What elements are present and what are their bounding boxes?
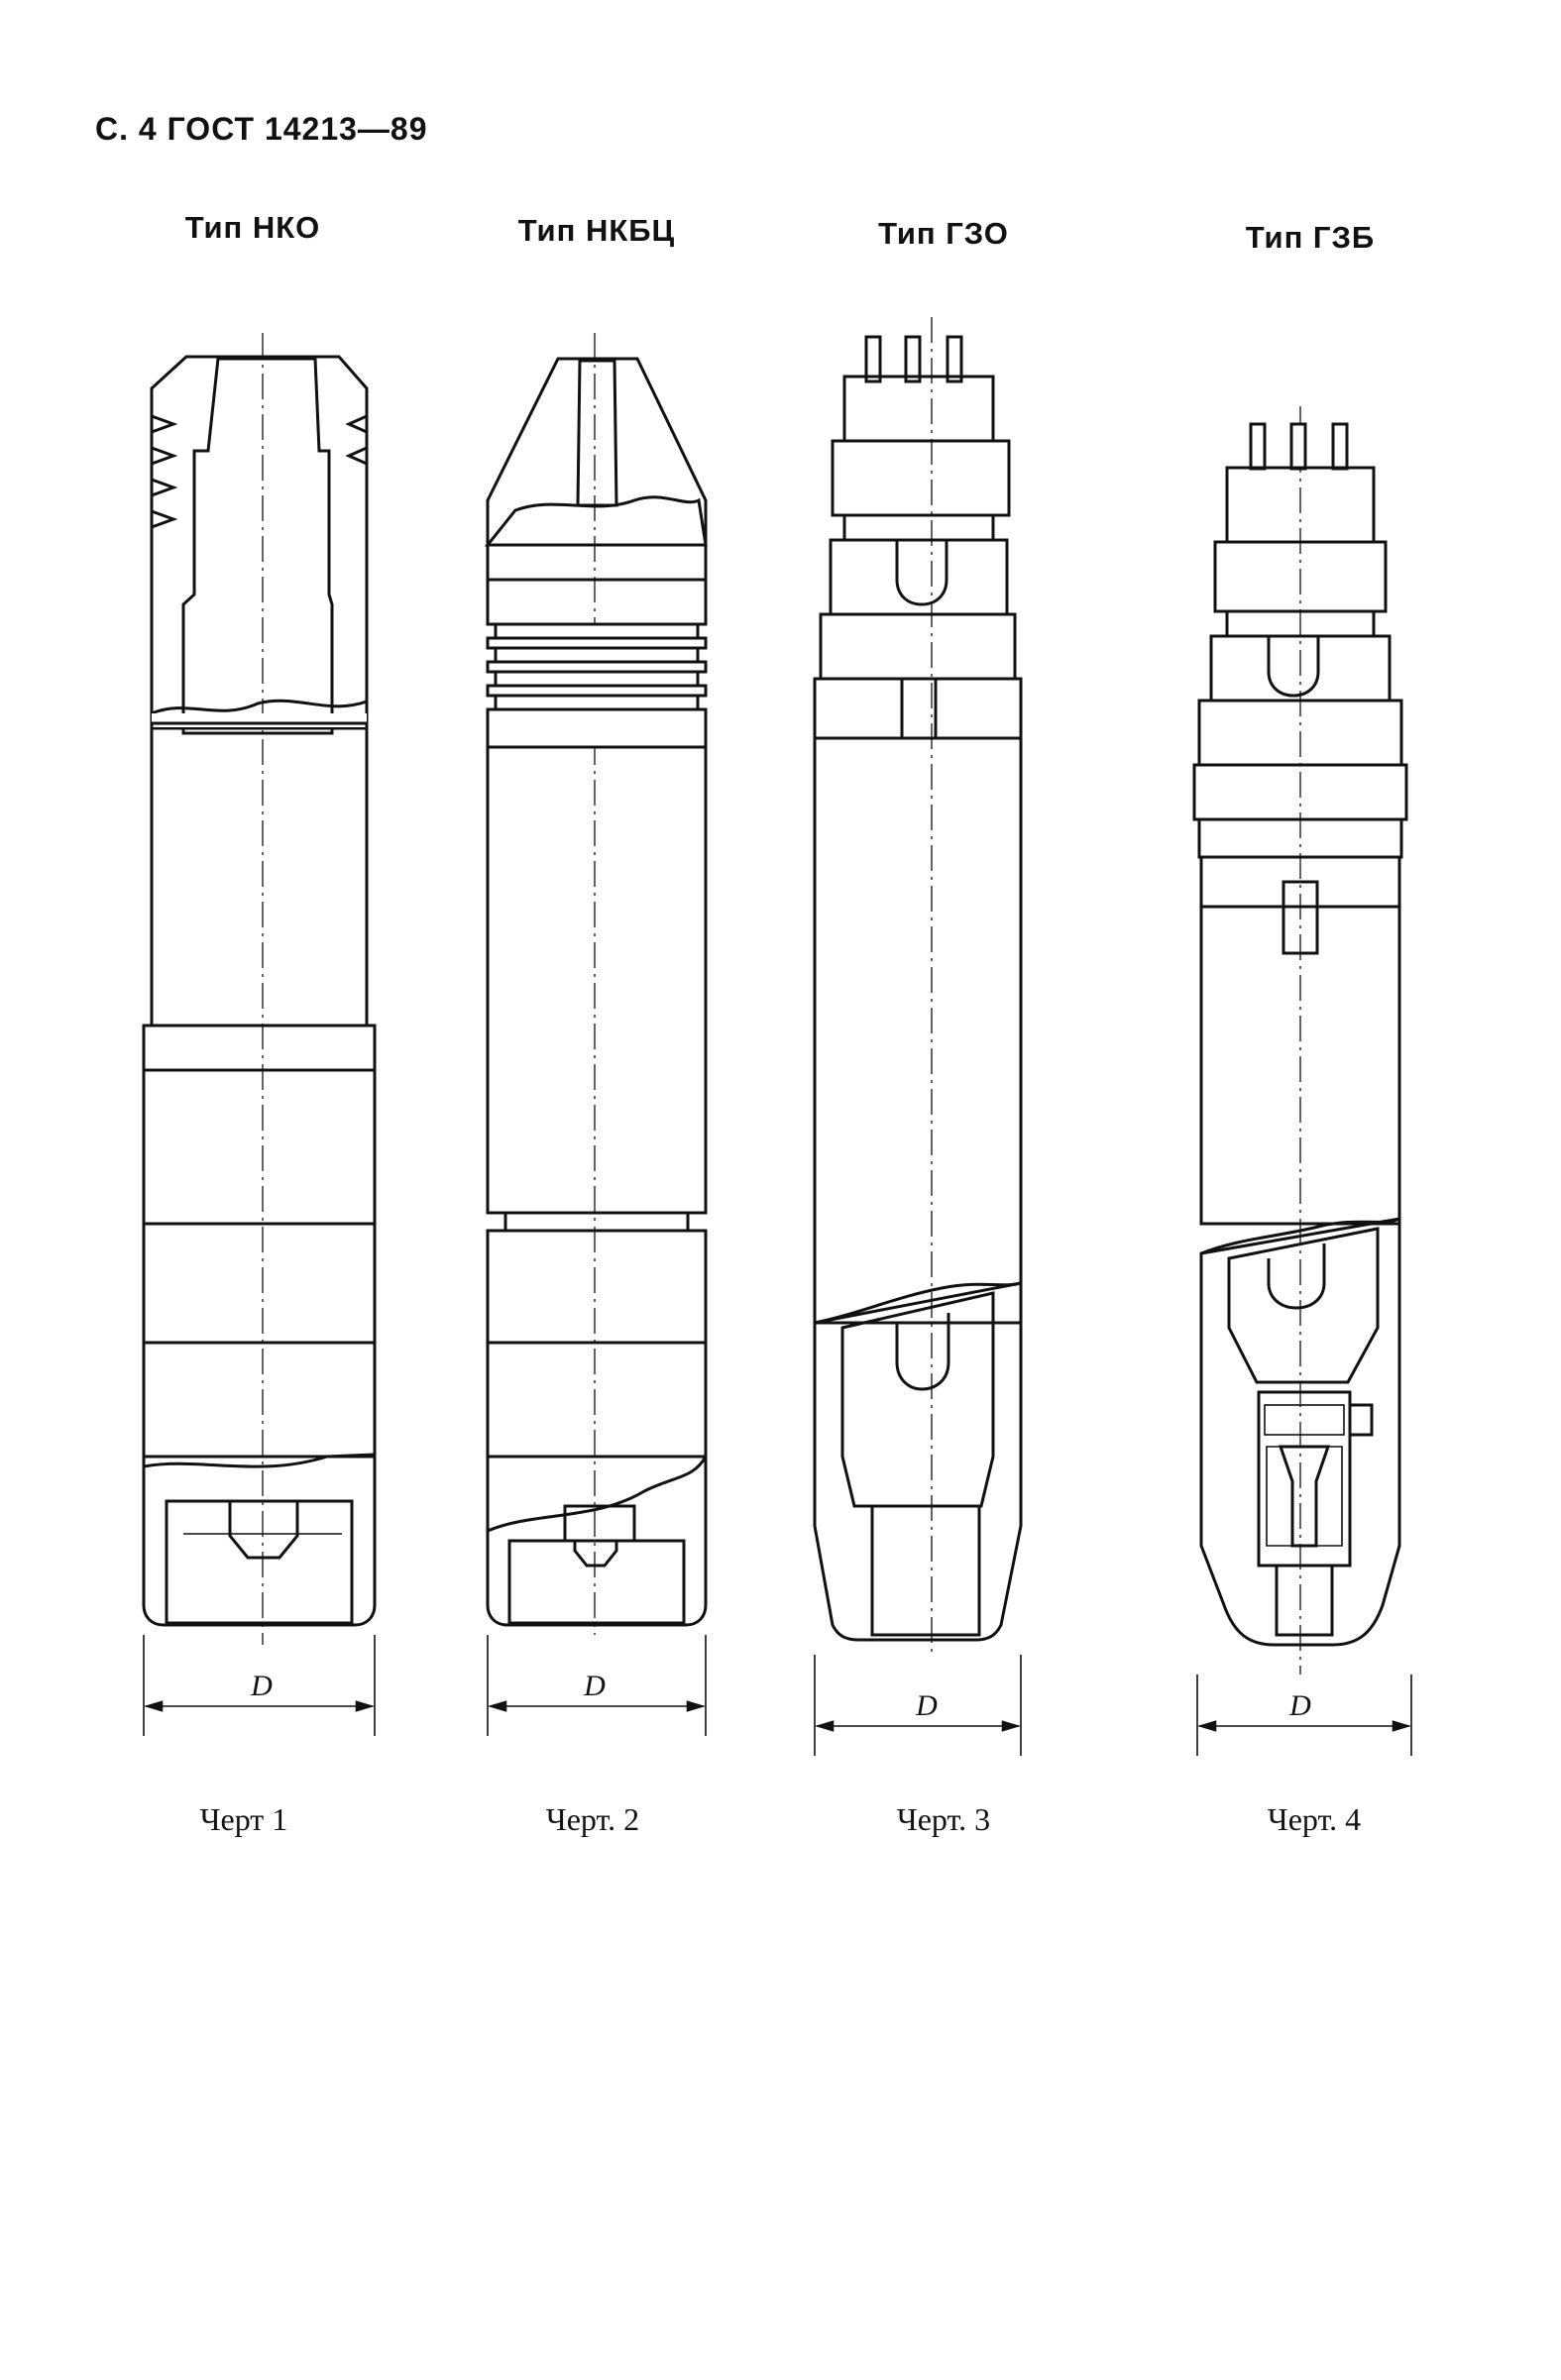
- title-type-gzb: Тип ГЗБ: [1245, 220, 1376, 255]
- dimension-label-2: D: [584, 1670, 606, 1702]
- title-type-nkbts: Тип НКБЦ: [517, 213, 676, 248]
- caption-drawing-1: Черт 1: [199, 1801, 288, 1837]
- drawing-gzo: [813, 317, 1023, 1756]
- title-type-gzo: Тип ГЗО: [878, 216, 1009, 251]
- caption-drawing-3: Черт. 3: [896, 1801, 991, 1837]
- dimension-label-4: D: [1289, 1689, 1311, 1722]
- dimension-label-1: D: [251, 1670, 273, 1702]
- caption-drawing-4: Черт. 4: [1267, 1801, 1362, 1837]
- caption-drawing-2: Черт. 2: [545, 1801, 640, 1837]
- drawing-gzb: [1192, 406, 1412, 1756]
- dimension-label-3: D: [916, 1689, 938, 1722]
- title-type-nko: Тип НКО: [184, 210, 321, 245]
- page-header: С. 4 ГОСТ 14213—89: [95, 111, 428, 147]
- drawing-nko: [142, 333, 377, 1736]
- drawing-nkbts: [484, 333, 708, 1736]
